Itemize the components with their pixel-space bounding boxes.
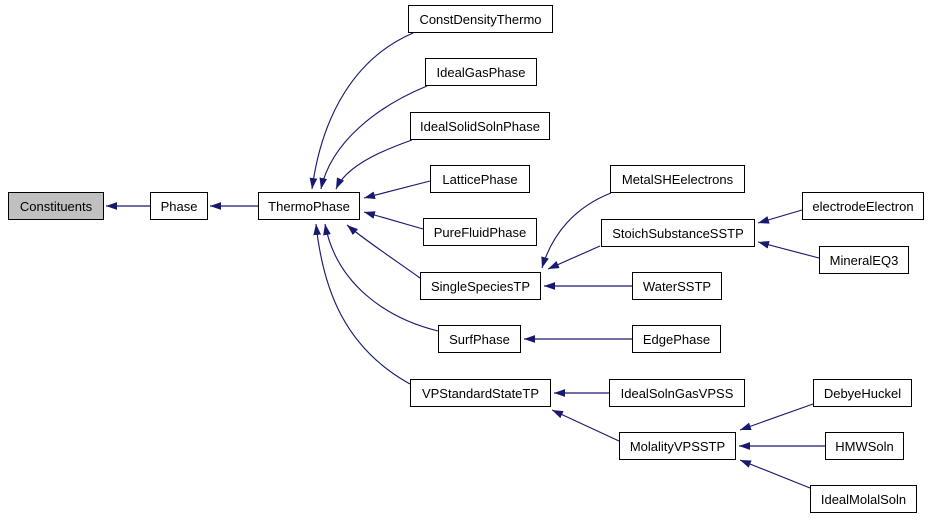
node-purefluidphase[interactable]: PureFluidPhase bbox=[423, 218, 537, 246]
edge-metalsheelectrons-to-singlespeciestp bbox=[541, 192, 612, 269]
node-phase[interactable]: Phase bbox=[150, 192, 208, 220]
node-constdensitythermo[interactable]: ConstDensityThermo bbox=[408, 5, 553, 33]
edge-molalityvpsstp-to-vpstandardstatetp bbox=[551, 409, 620, 442]
edge-mineraleq3-to-stoichsubstancesstp bbox=[757, 241, 820, 259]
node-idealsolidsolnphase[interactable]: IdealSolidSolnPhase bbox=[410, 112, 550, 140]
edge-singlespeciestp-to-thermophase bbox=[346, 224, 421, 279]
node-singlespeciestp[interactable]: SingleSpeciesTP bbox=[420, 272, 541, 300]
node-latticephase[interactable]: LatticePhase bbox=[430, 165, 530, 193]
node-metalsheelectrons[interactable]: MetalSHEelectrons bbox=[610, 165, 745, 193]
node-hmwsoln[interactable]: HMWSoln bbox=[825, 432, 904, 460]
node-constituents[interactable]: Constituents bbox=[8, 192, 104, 220]
node-electrodeelectron[interactable]: electrodeElectron bbox=[802, 192, 924, 220]
node-vpstandardstatetp[interactable]: VPStandardStateTP bbox=[410, 379, 551, 407]
edge-idealgasphase-to-thermophase bbox=[319, 85, 428, 190]
node-idealgasphase[interactable]: IdealGasPhase bbox=[425, 58, 537, 86]
edge-constdensitythermo-to-thermophase bbox=[309, 32, 414, 190]
edge-surfphase-to-thermophase bbox=[323, 223, 439, 332]
edge-purefluidphase-to-thermophase bbox=[363, 211, 424, 230]
edge-stoichsubstancesstp-to-singlespeciestp bbox=[547, 245, 601, 270]
node-edgephase[interactable]: EdgePhase bbox=[632, 325, 721, 353]
node-mineraleq3[interactable]: MineralEQ3 bbox=[819, 246, 909, 274]
node-debyehuckel[interactable]: DebyeHuckel bbox=[813, 379, 912, 407]
edge-vpstandardstatetp-to-thermophase bbox=[313, 223, 411, 385]
node-thermophase[interactable]: ThermoPhase bbox=[258, 192, 360, 220]
node-watersstp[interactable]: WaterSSTP bbox=[632, 272, 722, 300]
node-molalityvpsstp[interactable]: MolalityVPSSTP bbox=[619, 432, 736, 460]
node-idealsolngasvpss[interactable]: IdealSolnGasVPSS bbox=[609, 379, 745, 407]
node-idealmolalsoln[interactable]: IdealMolalSoln bbox=[810, 485, 917, 513]
edge-latticephase-to-thermophase bbox=[363, 180, 431, 200]
node-surfphase[interactable]: SurfPhase bbox=[438, 325, 521, 353]
node-stoichsubstancesstp[interactable]: StoichSubstanceSSTP bbox=[601, 219, 755, 247]
edge-electrodeelectron-to-stoichsubstancesstp bbox=[757, 209, 803, 224]
edge-debyehuckel-to-molalityvpsstp bbox=[739, 403, 814, 431]
edge-idealsolidsolnphase-to-thermophase bbox=[335, 139, 413, 190]
edge-idealmolalsoln-to-molalityvpsstp bbox=[739, 459, 811, 489]
